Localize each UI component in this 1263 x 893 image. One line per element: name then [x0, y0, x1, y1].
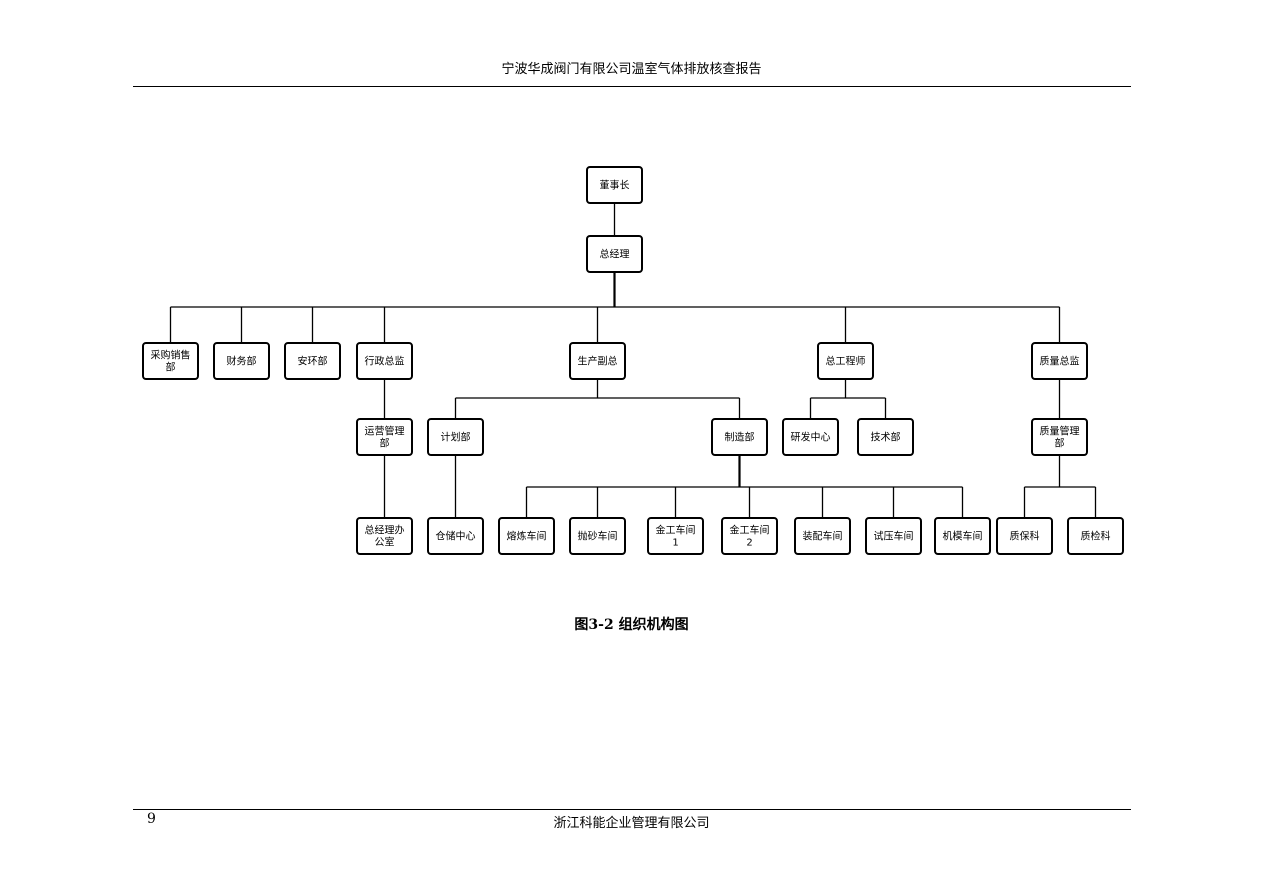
- org-node-box: [356, 418, 413, 456]
- footer-company: 浙江科能企业管理有限公司: [553, 816, 710, 831]
- org-node-label: 总工程师: [826, 355, 866, 368]
- org-node-chief-engineer: 总工程师: [817, 342, 874, 380]
- org-node-warehouse: 仓储中心: [427, 517, 484, 555]
- org-node-chairman: 董事长: [586, 166, 643, 204]
- org-node-rnd-center: 研发中心: [782, 418, 839, 456]
- org-node-box: [782, 418, 839, 456]
- org-node-box: [1067, 517, 1124, 555]
- org-node-label: 机模车间: [943, 530, 983, 543]
- org-node-box: [498, 517, 555, 555]
- org-node-general-manager: 总经理: [586, 235, 643, 273]
- org-node-label: 熔炼车间: [507, 530, 547, 543]
- org-node-label: 部: [166, 361, 176, 374]
- org-node-box: [427, 517, 484, 555]
- org-node-box: [427, 418, 484, 456]
- org-node-box: [284, 342, 341, 380]
- org-node-label: 质检科: [1081, 530, 1111, 543]
- org-node-sand-blasting: 抛砂车间: [569, 517, 626, 555]
- org-node-box: [996, 517, 1053, 555]
- org-node-box: [857, 418, 914, 456]
- org-node-label: 安环部: [298, 355, 328, 368]
- org-node-box: [934, 517, 991, 555]
- org-node-smelting: 熔炼车间: [498, 517, 555, 555]
- org-node-label: 质量总监: [1040, 355, 1080, 368]
- org-node-label: 部: [380, 437, 390, 450]
- figure-caption: 图3-2 组织机构图: [574, 617, 689, 633]
- org-node-label: 技术部: [871, 431, 901, 444]
- org-node-label: 2: [746, 538, 752, 549]
- org-node-label: 公室: [375, 536, 395, 549]
- org-node-safety-environment: 安环部: [284, 342, 341, 380]
- org-node-label: 董事长: [600, 179, 630, 192]
- org-node-vp-production: 生产副总: [569, 342, 626, 380]
- org-node-label: 行政总监: [365, 355, 405, 368]
- org-node-label: 财务部: [227, 355, 257, 368]
- org-node-box: [721, 517, 778, 555]
- org-node-quality-assurance: 质保科: [996, 517, 1053, 555]
- org-node-mold: 机模车间: [934, 517, 991, 555]
- org-node-label: 试压车间: [874, 530, 914, 543]
- org-node-box: [569, 342, 626, 380]
- org-node-box: [817, 342, 874, 380]
- org-node-box: [586, 166, 643, 204]
- org-node-quality-inspection: 质检科: [1067, 517, 1124, 555]
- org-node-technology: 技术部: [857, 418, 914, 456]
- org-node-label: 生产副总: [578, 355, 618, 368]
- org-node-label: 计划部: [441, 431, 471, 444]
- org-node-box: [865, 517, 922, 555]
- org-node-label: 仓储中心: [436, 530, 476, 543]
- org-node-box: [711, 418, 768, 456]
- org-node-label: 研发中心: [791, 431, 831, 444]
- org-node-finance: 财务部: [213, 342, 270, 380]
- header-rule: [133, 86, 1131, 87]
- page-header: 宁波华成阀门有限公司温室气体排放核查报告: [501, 62, 762, 77]
- org-node-label: 1: [672, 538, 678, 549]
- org-node-label: 金工车间: [656, 524, 696, 537]
- page-number: 9: [147, 811, 156, 827]
- org-node-label: 总经理: [600, 248, 630, 261]
- org-node-label: 质量管理: [1040, 425, 1080, 438]
- org-node-label: 制造部: [725, 431, 755, 444]
- org-node-box: [1031, 418, 1088, 456]
- org-node-planning: 计划部: [427, 418, 484, 456]
- org-node-label: 质保科: [1010, 530, 1040, 543]
- org-node-label: 抛砂车间: [578, 530, 618, 543]
- org-node-pressure-test: 试压车间: [865, 517, 922, 555]
- org-node-box: [356, 517, 413, 555]
- org-node-box: [142, 342, 199, 380]
- org-node-label: 采购销售: [151, 349, 191, 362]
- org-node-box: [647, 517, 704, 555]
- org-node-label: 金工车间: [730, 524, 770, 537]
- org-node-box: [586, 235, 643, 273]
- org-node-label: 总经理办: [365, 524, 405, 537]
- org-node-quality-director: 质量总监: [1031, 342, 1088, 380]
- org-node-admin-director: 行政总监: [356, 342, 413, 380]
- org-node-box: [1031, 342, 1088, 380]
- org-node-box: [356, 342, 413, 380]
- org-node-assembly: 装配车间: [794, 517, 851, 555]
- org-node-box: [213, 342, 270, 380]
- org-node-manufacturing: 制造部: [711, 418, 768, 456]
- org-node-label: 运营管理: [365, 425, 405, 438]
- footer-rule: [133, 809, 1131, 810]
- org-node-box: [569, 517, 626, 555]
- org-node-label: 部: [1055, 437, 1065, 450]
- org-node-box: [794, 517, 851, 555]
- org-node-label: 装配车间: [803, 530, 843, 543]
